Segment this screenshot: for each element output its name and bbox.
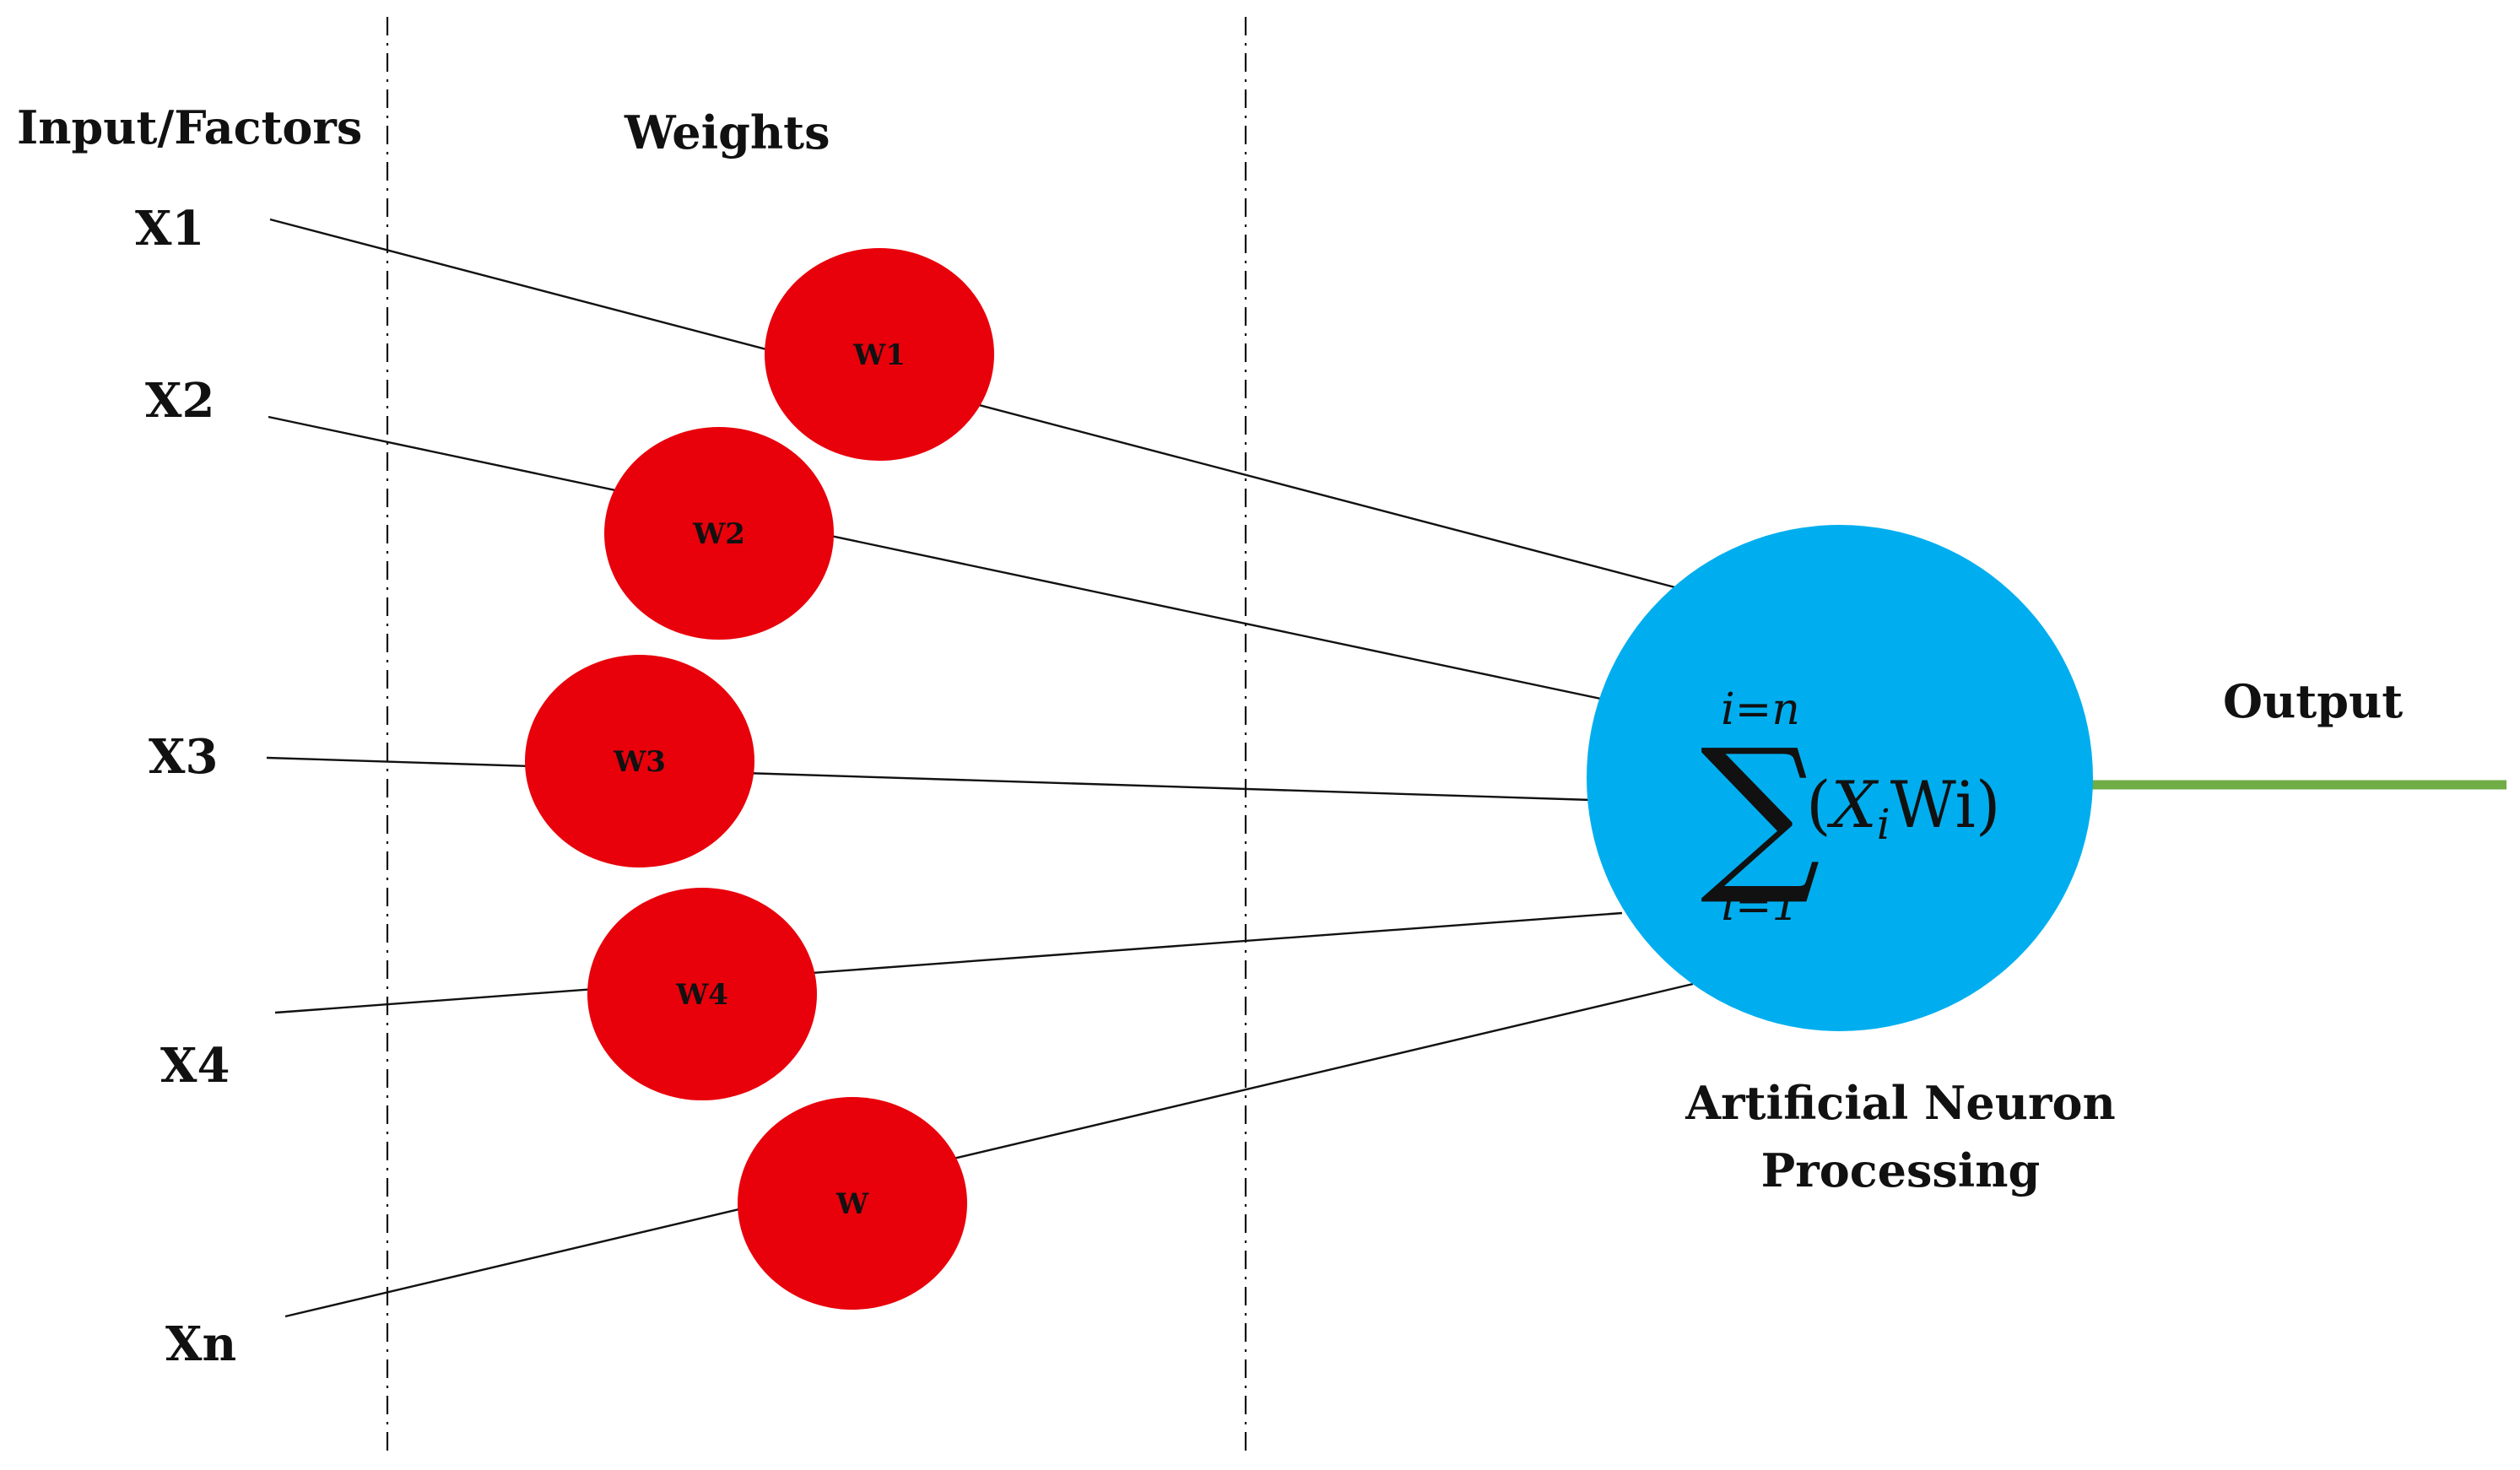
header-output: Output [2223, 674, 2403, 728]
formula-weight-term: Wi [1890, 767, 1976, 842]
input-labels: X1 X2 X3 X4 Xn [135, 201, 236, 1372]
weight-node-w3: W3 [525, 655, 754, 867]
header-weights: Weights [624, 105, 830, 159]
formula-body: (XiWi) [1806, 767, 2001, 849]
neuron-caption-line1: Artificial Neuron [1685, 1076, 2115, 1130]
input-x3: X3 [149, 729, 218, 785]
weight-circle [604, 427, 834, 640]
neuron-circle [1587, 525, 2093, 1031]
formula-subscript: i [1877, 800, 1890, 849]
input-x1: X1 [135, 201, 204, 257]
formula-lower-limit: i=1 [1721, 880, 1799, 931]
formula-variable: X [1827, 767, 1879, 842]
weight-node-w: W [738, 1097, 967, 1310]
input-x4: X4 [160, 1038, 230, 1094]
neuron: i=n ∑ i=1 (XiWi) [1587, 525, 2093, 1031]
input-x2: X2 [145, 373, 214, 429]
weight-label-w1: W1 [852, 338, 906, 372]
weight-label-w4: W4 [675, 978, 728, 1012]
formula-open-paren: ( [1806, 767, 1831, 842]
connection-x4 [274, 911, 1623, 1014]
connection-xn [284, 982, 1694, 1318]
weight-circle [738, 1097, 967, 1310]
connection-x2 [268, 415, 1609, 702]
weight-label-w2: W2 [692, 517, 745, 551]
weight-node-w4: W4 [587, 888, 817, 1100]
connection-x3 [266, 756, 1593, 802]
formula-upper-limit: i=n [1721, 684, 1800, 735]
weight-circle [587, 888, 817, 1100]
weight-label-w: W [835, 1187, 869, 1221]
weight-circle [765, 248, 994, 461]
weight-node-w1: W1 [765, 248, 994, 461]
header-inputs: Input/Factors [17, 100, 362, 154]
weight-label-w3: W3 [613, 745, 666, 779]
neuron-caption-line2: Processing [1761, 1143, 2041, 1197]
formula-close-paren: ) [1976, 767, 2001, 842]
input-xn: Xn [165, 1316, 236, 1372]
weight-circle [525, 655, 754, 867]
weight-nodes: W1 W2 W3 W4 W [525, 248, 994, 1310]
sigma-icon: ∑ [1701, 713, 1821, 910]
weight-node-w2: W2 [604, 427, 834, 640]
